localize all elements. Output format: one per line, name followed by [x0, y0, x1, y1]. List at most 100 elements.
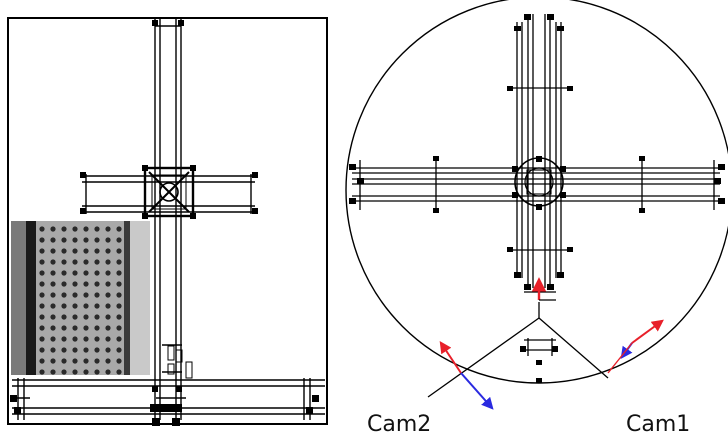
photo-dot: [50, 281, 56, 287]
joint-markers-right: [349, 14, 725, 383]
photo-dot: [116, 336, 122, 342]
joint-markers-left: [10, 20, 319, 426]
photo-dot: [116, 281, 122, 287]
enclosure-circle: [345, 0, 728, 384]
photo-dot: [116, 248, 122, 254]
photo-dot: [94, 292, 100, 298]
photo-dot: [105, 369, 111, 375]
photo-dot: [116, 369, 122, 375]
photo-dot: [105, 248, 111, 254]
photo-dot: [61, 292, 67, 298]
photo-dot: [39, 314, 45, 320]
photo-dot: [61, 237, 67, 243]
photo-dot: [61, 336, 67, 342]
photo-dot: [39, 259, 45, 265]
photo-dot: [50, 259, 56, 265]
photo-dot: [116, 314, 122, 320]
photo-dot: [94, 248, 100, 254]
photo-dot: [39, 369, 45, 375]
photo-dot: [83, 336, 89, 342]
photo-dot: [94, 358, 100, 364]
photo-dot: [72, 336, 78, 342]
photo-dot: [83, 358, 89, 364]
photo-dot: [72, 292, 78, 298]
direction-arrows: [439, 277, 664, 410]
photo-dot: [94, 226, 100, 232]
photo-dot: [116, 259, 122, 265]
photo-dot: [61, 248, 67, 254]
photo-dot: [83, 281, 89, 287]
photo-dot: [61, 369, 67, 375]
photo-dot: [116, 303, 122, 309]
hub-box: [143, 166, 195, 218]
cam1-label: Cam1: [626, 412, 690, 437]
photo-dot: [94, 270, 100, 276]
photo-dot: [105, 358, 111, 364]
photo-dot: [50, 248, 56, 254]
photo-dot: [83, 292, 89, 298]
photo-dot: [50, 369, 56, 375]
photo-dot: [83, 303, 89, 309]
photo-dot: [39, 270, 45, 276]
photo-dot: [105, 270, 111, 276]
photo-dot: [72, 281, 78, 287]
photo-dot: [61, 303, 67, 309]
photo-dot: [94, 336, 100, 342]
photo-dot: [72, 347, 78, 353]
photo-dot: [72, 237, 78, 243]
photo-dot: [50, 303, 56, 309]
photo-dot: [83, 259, 89, 265]
photo-dot: [116, 325, 122, 331]
photo-dot: [72, 358, 78, 364]
photo-dot: [83, 270, 89, 276]
inset-photo: [11, 221, 150, 375]
dimension-marks: [167, 345, 193, 379]
photo-dot: [72, 303, 78, 309]
photo-dot: [116, 226, 122, 232]
cam2-blue-arrow: [460, 372, 494, 410]
photo-dot: [94, 325, 100, 331]
photo-dot: [94, 237, 100, 243]
photo-dot: [72, 369, 78, 375]
photo-dot: [83, 248, 89, 254]
photo-dot: [72, 325, 78, 331]
photo-dot: [105, 336, 111, 342]
photo-dot: [105, 281, 111, 287]
photo-dot: [50, 237, 56, 243]
photo-dot: [94, 303, 100, 309]
top-view-drawing: [345, 0, 728, 398]
photo-dot: [83, 347, 89, 353]
photo-dot: [105, 237, 111, 243]
cam2-sight-line: [427, 317, 540, 398]
photo-dot: [39, 281, 45, 287]
photo-dot: [116, 270, 122, 276]
photo-dot: [61, 281, 67, 287]
photo-dot: [116, 237, 122, 243]
photo-dot-grid: [39, 226, 122, 375]
photo-dot: [94, 347, 100, 353]
photo-dot: [50, 270, 56, 276]
photo-dot: [50, 314, 56, 320]
photo-dot: [83, 314, 89, 320]
photo-dot: [61, 270, 67, 276]
photo-dot: [116, 358, 122, 364]
photo-dot: [72, 270, 78, 276]
photo-dot: [61, 226, 67, 232]
cam1-red-arrow: [631, 319, 664, 344]
photo-dot: [50, 336, 56, 342]
photo-dot: [116, 292, 122, 298]
photo-dot: [50, 226, 56, 232]
photo-dot: [39, 237, 45, 243]
photo-dot: [50, 358, 56, 364]
photo-dot: [105, 259, 111, 265]
photo-dot: [116, 347, 122, 353]
photo-dot: [105, 325, 111, 331]
cam1-sight-line: [538, 317, 609, 379]
photo-dot: [72, 314, 78, 320]
photo-dot: [83, 325, 89, 331]
photo-dot: [72, 259, 78, 265]
photo-dot: [105, 303, 111, 309]
photo-dot: [83, 369, 89, 375]
cam2-red-arrow: [439, 341, 462, 374]
cam2-label: Cam2: [367, 412, 431, 437]
